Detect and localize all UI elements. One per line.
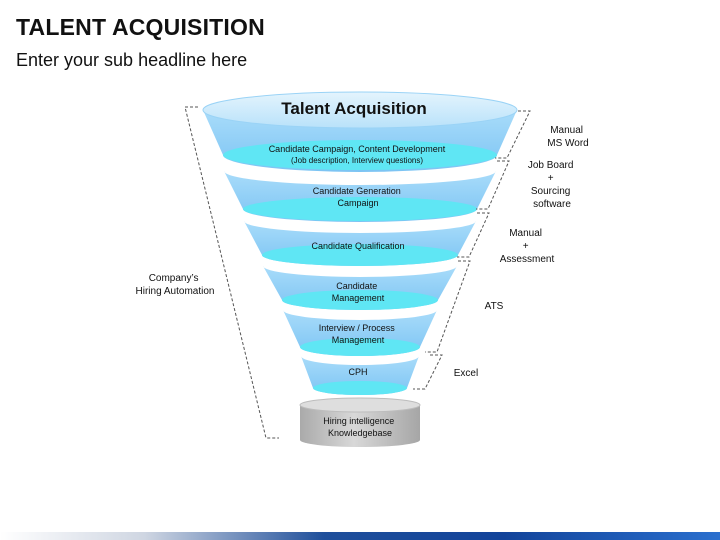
knowledgebase-cylinder	[299, 397, 421, 447]
right-label-2: Job Board + Sourcing software	[528, 160, 576, 210]
right-labels: Manual MS Word Job Board + Sourcing soft…	[454, 125, 589, 379]
funnel-stage-4-ellipse	[282, 290, 438, 310]
stage-6-label: CPH	[348, 367, 367, 377]
funnel-stage-5-ellipse	[300, 338, 420, 356]
right-brace-3	[457, 212, 490, 258]
stage-4-label: Candidate Management	[332, 281, 385, 303]
base-label: Hiring intelligence Knowledgebase	[323, 416, 397, 438]
right-label-1: Manual MS Word	[547, 125, 589, 149]
right-brace-4	[425, 260, 471, 353]
page-subtitle: Enter your sub headline here	[16, 50, 248, 70]
funnel-stage-1-ellipse	[223, 140, 497, 170]
left-bracket	[184, 106, 279, 439]
right-brace-5	[413, 354, 443, 390]
funnel-stage-2-ellipse	[243, 197, 477, 221]
right-label-4: ATS	[485, 301, 504, 312]
stage-3-label: Candidate Qualification	[311, 241, 404, 251]
stage-2-label: Candidate Generation Campaign	[313, 186, 404, 208]
funnel-top-label: Talent Acquisition	[281, 99, 426, 118]
right-brace-2	[476, 160, 510, 210]
right-label-5: Excel	[454, 368, 478, 379]
funnel-stage-6-ellipse	[313, 381, 407, 395]
stage-1-sublabel: (Job description, Interview questions)	[291, 156, 423, 165]
page-title: TALENT ACQUISITION	[16, 14, 265, 40]
left-bracket-label: Company’s Hiring Automation	[136, 273, 215, 297]
bottom-accent-bar	[0, 532, 720, 540]
right-brace-1	[495, 110, 531, 159]
right-label-3: Manual + Assessment	[500, 228, 555, 265]
stage-1-label: Candidate Campaign, Content Development	[269, 144, 446, 154]
funnel-top-ellipse	[202, 91, 518, 129]
funnel-text: Talent Acquisition Candidate Campaign, C…	[269, 99, 446, 438]
stage-5-label: Interview / Process Management	[319, 323, 398, 345]
funnel-bands	[202, 91, 518, 395]
right-braces	[413, 110, 531, 390]
funnel-stage-3-ellipse	[262, 244, 458, 266]
